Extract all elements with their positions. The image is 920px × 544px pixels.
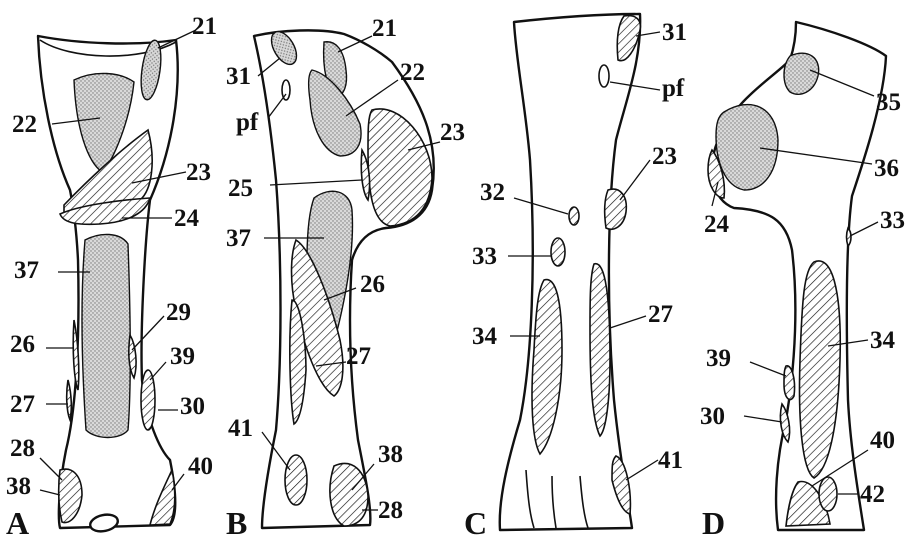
panel-c <box>500 14 660 530</box>
panel-a <box>38 30 196 534</box>
label-c-33: 33 <box>472 243 497 270</box>
label-a-39: 39 <box>170 343 195 370</box>
label-b-25: 25 <box>228 175 253 202</box>
panel-letter-d: D <box>702 505 725 541</box>
label-b-27: 27 <box>346 343 371 370</box>
scar-39-a <box>141 370 155 430</box>
label-d-40: 40 <box>870 427 895 454</box>
label-d-30: 30 <box>700 403 725 430</box>
label-a-28: 28 <box>10 435 35 462</box>
panel-d <box>708 22 886 530</box>
label-b-37: 37 <box>226 225 251 252</box>
label-a-27: 27 <box>10 391 35 418</box>
label-c-41: 41 <box>658 447 683 474</box>
scar-33-c <box>551 238 565 266</box>
facet-37-a <box>82 234 130 437</box>
label-c-27: 27 <box>648 301 673 328</box>
label-b-38: 38 <box>378 441 403 468</box>
label-a-37: 37 <box>14 257 39 284</box>
panel-b <box>254 27 440 528</box>
scar-42-d <box>819 477 837 511</box>
scar-41-b <box>285 455 307 505</box>
label-b-21: 21 <box>372 15 397 42</box>
label-d-33: 33 <box>880 207 905 234</box>
bone-outline-d <box>712 22 886 530</box>
facet-36-d <box>716 105 778 190</box>
foramen-32-c <box>569 207 579 225</box>
label-a-30: 30 <box>180 393 205 420</box>
scar-27-a <box>67 380 72 420</box>
panel-letter-b: B <box>226 505 247 541</box>
label-a-21: 21 <box>192 13 217 40</box>
label-b-26: 26 <box>360 271 385 298</box>
label-c-34: 34 <box>472 323 498 350</box>
label-a-40: 40 <box>188 453 213 480</box>
label-b-31: 31 <box>226 63 251 90</box>
label-d-24: 24 <box>704 211 730 238</box>
label-c-23: 23 <box>652 143 677 170</box>
label-d-35: 35 <box>876 89 901 116</box>
label-b-22: 22 <box>400 59 425 86</box>
label-d-36: 36 <box>874 155 899 182</box>
label-a-23: 23 <box>186 159 211 186</box>
scar-33-d <box>847 228 852 246</box>
label-a-26: 26 <box>10 331 35 358</box>
label-c-32: 32 <box>480 179 505 206</box>
label-b-pf: pf <box>236 109 259 136</box>
panel-letter-a: A <box>6 505 29 541</box>
panel-letter-c: C <box>464 505 487 541</box>
label-b-28: 28 <box>378 497 403 524</box>
label-b-23: 23 <box>440 119 465 146</box>
label-c-pf: pf <box>662 75 685 102</box>
label-b-41: 41 <box>228 415 253 442</box>
scar-27-c <box>590 264 610 436</box>
label-a-38: 38 <box>6 473 31 500</box>
bone-outline-c <box>500 14 640 530</box>
label-a-22: 22 <box>12 111 37 138</box>
label-d-39: 39 <box>706 345 731 372</box>
label-d-34: 34 <box>870 327 896 354</box>
label-a-24: 24 <box>174 205 200 232</box>
label-d-42: 42 <box>860 481 885 508</box>
label-a-29: 29 <box>166 299 191 326</box>
label-c-31: 31 <box>662 19 687 46</box>
